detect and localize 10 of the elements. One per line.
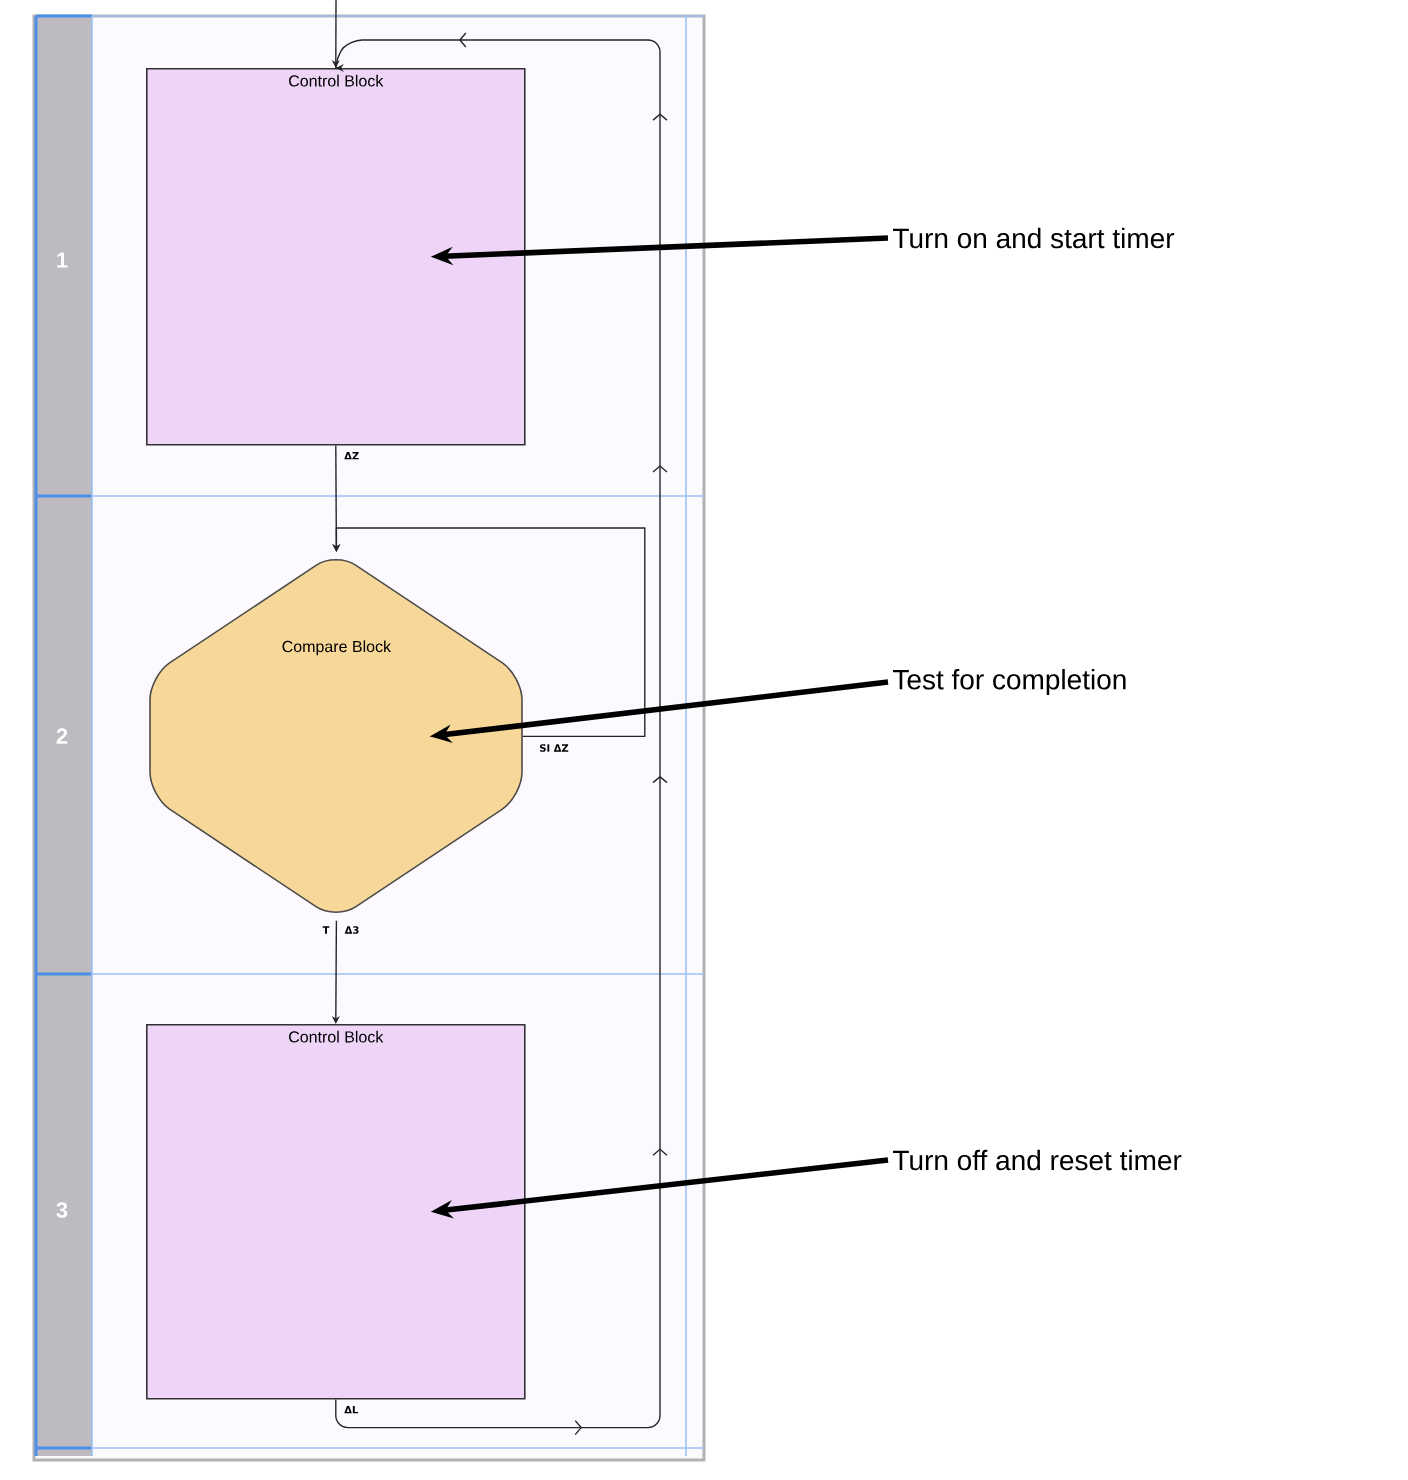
process-box: Control Block — [146, 68, 526, 446]
annotation-text: Turn off and reset timer — [893, 1149, 1182, 1171]
lane-number: 3 — [56, 1202, 68, 1218]
decision-hexagon: Compare Block — [149, 559, 523, 913]
lane-number: 2 — [56, 728, 68, 744]
lane-number: 1 — [57, 252, 68, 268]
process-box: Control Block — [146, 1024, 526, 1400]
annotation-text: Turn on and start timer — [893, 227, 1175, 249]
arrow — [335, 32, 668, 1436]
annotation-text: Test for completion — [893, 668, 1126, 696]
